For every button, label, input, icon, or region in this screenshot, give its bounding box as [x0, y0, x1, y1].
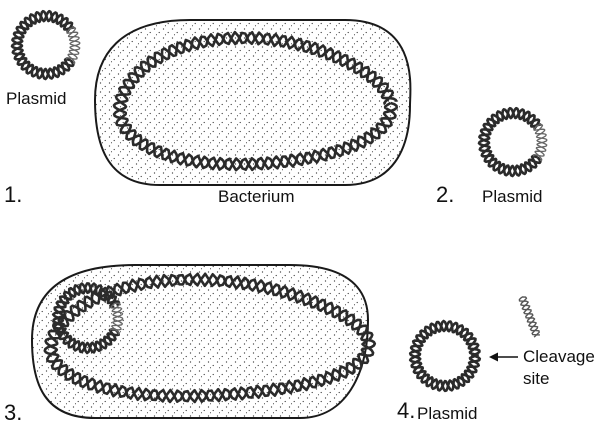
step-number-1: 1.: [4, 184, 22, 206]
excised-gene-fragment: [519, 297, 540, 337]
plasmid-4: [410, 321, 480, 391]
step-number-4: 4.: [397, 400, 415, 422]
cleavage-label-2: site: [523, 370, 549, 387]
cleavage-arrow: [489, 353, 518, 362]
step-number-3: 3.: [4, 402, 22, 424]
plasmid-1: [12, 11, 80, 79]
plasmid-label-2: Plasmid: [482, 188, 542, 205]
plasmid-label-1: Plasmid: [6, 90, 66, 107]
cleavage-label: Cleavage: [523, 348, 595, 365]
plasmid-2: [479, 108, 547, 176]
bacterium-3: [32, 265, 375, 418]
plasmid-label-4: Plasmid: [417, 405, 477, 422]
bacterium-label: Bacterium: [218, 188, 295, 205]
bacterium-1: [95, 20, 410, 185]
step-number-2: 2.: [436, 184, 454, 206]
dna-strand: [521, 297, 539, 337]
